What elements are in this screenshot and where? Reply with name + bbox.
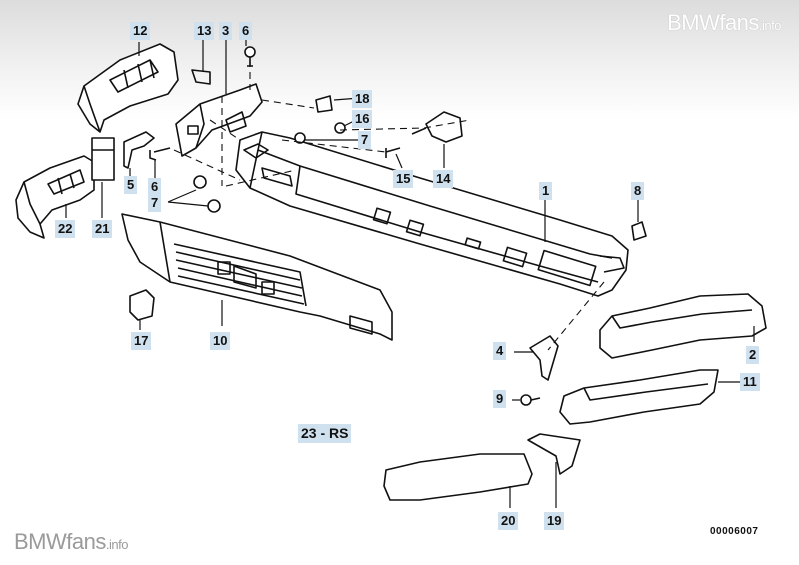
callout-12: 12: [130, 22, 151, 40]
part-trim-11: [559, 369, 719, 425]
callout-14: 14: [433, 170, 454, 188]
callout-17: 17: [131, 332, 152, 350]
callout-22: 22: [55, 220, 76, 238]
callout-13: 13: [194, 22, 215, 40]
watermark-bottom-main: BMWfans: [14, 529, 106, 554]
callout-19: 19: [544, 512, 565, 530]
watermark-top-suffix: .info: [758, 18, 782, 33]
part-clip-17: [129, 289, 155, 321]
watermark-top-main: BMWfans: [667, 10, 759, 35]
callout-10: 10: [210, 332, 231, 350]
part-end-cap-22: [15, 155, 95, 239]
part-clip-5: [123, 131, 155, 169]
part-block-21: [91, 137, 115, 181]
callout-21: 21: [92, 220, 113, 238]
callout-4: 4: [493, 342, 507, 360]
part-bracket-4: [529, 335, 559, 381]
part-clip-8: [631, 221, 647, 241]
part-bolt-9: [520, 394, 541, 406]
callout-5: 5: [124, 176, 138, 194]
watermark-top: BMWfans.info: [667, 10, 781, 36]
callout-9: 9: [493, 390, 507, 408]
part-trim-20: [383, 453, 533, 501]
callout-11: 11: [740, 373, 760, 391]
callout-7-left: 7: [148, 194, 162, 212]
part-bracket-3: [175, 83, 263, 157]
part-grille-10: [121, 213, 393, 341]
part-end-piece-19: [527, 433, 581, 475]
part-side-trim-2: [599, 293, 767, 359]
part-bumper-carrier: [235, 131, 629, 297]
part-bracket-14: [425, 111, 463, 143]
watermark-bottom: BMWfans.info: [14, 529, 128, 555]
callout-20: 20: [498, 512, 519, 530]
callout-6-left: 6: [148, 178, 162, 196]
variant-label: 23 - RS: [298, 424, 352, 443]
callout-15: 15: [393, 170, 414, 188]
callout-2: 2: [746, 346, 760, 364]
callout-18: 18: [352, 90, 373, 108]
callout-1: 1: [539, 182, 553, 200]
part-end-cap-12: [77, 43, 179, 133]
assembly-lines: [173, 60, 605, 351]
callout-8: 8: [631, 182, 645, 200]
callout-6-top: 6: [239, 22, 253, 40]
callout-7-right: 7: [358, 131, 372, 149]
watermark-bottom-suffix: .info: [105, 537, 129, 552]
callout-16: 16: [352, 110, 373, 128]
document-number: 00006007: [710, 526, 759, 537]
callout-3: 3: [219, 22, 233, 40]
